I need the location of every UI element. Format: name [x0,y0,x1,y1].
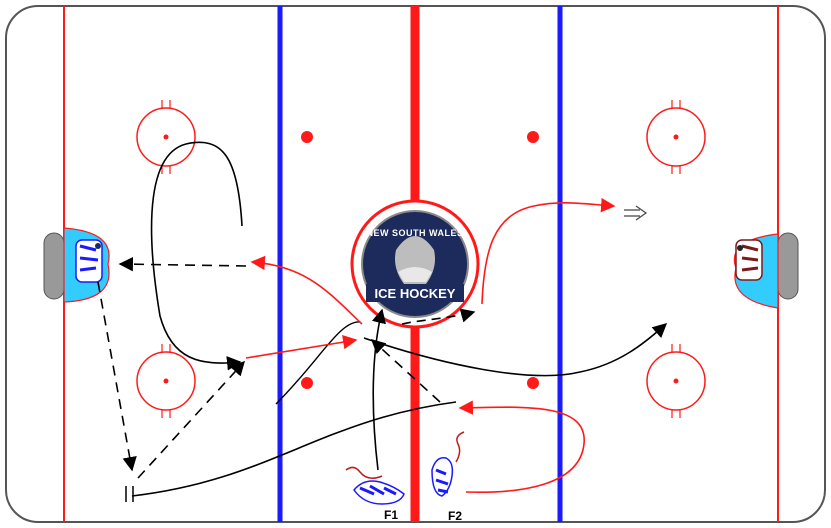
goalie-icon [735,239,763,281]
left-net [43,227,110,303]
red-path-3 [458,400,585,494]
logo-top-text: NEW SOUTH WALES [367,228,464,238]
player-f1: F1 [353,480,405,522]
skate-path-1 [131,401,457,497]
player-icon [353,480,405,505]
neutral-dot-top-right [527,131,539,143]
skate-path-3 [371,308,386,471]
dashed-pass-1 [118,257,247,272]
faceoff-circle-top-left [136,100,196,174]
shot-arrow-icon [624,205,648,221]
red-path-2 [245,334,358,359]
goalie-icon [75,239,103,283]
neutral-dot-bottom-left [301,377,313,389]
logo-bottom-text: ICE HOCKEY [375,286,456,301]
dashed-pass-2 [97,281,137,472]
hockey-net-icon [777,232,799,300]
dashed-pass-4 [370,339,441,403]
faceoff-circle-bottom-left [136,344,196,418]
right-net [733,232,799,309]
dashed-pass-3 [137,360,245,479]
player-label-f1: F1 [384,508,398,522]
skate-path-6 [401,308,476,325]
skate-path-5 [275,321,361,405]
red-path-4 [481,197,616,305]
red-path-1 [250,255,363,325]
skate-path-4 [363,323,668,377]
neutral-dot-top-left [301,131,313,143]
skate-path-2 [150,141,243,371]
player-f2: F2 [431,457,462,523]
center-logo: NEW SOUTH WALES ICE HOCKEY [350,199,480,329]
puck-pile-icon [345,466,383,479]
player-icon [431,457,454,497]
player-label-f2: F2 [448,509,462,523]
faceoff-circle-top-right [646,100,706,174]
tic-marks-icon [125,486,134,502]
hockey-net-icon [43,232,65,300]
puck-pile-icon [455,431,465,463]
faceoff-circle-bottom-right [646,344,706,418]
neutral-dot-bottom-right [527,377,539,389]
